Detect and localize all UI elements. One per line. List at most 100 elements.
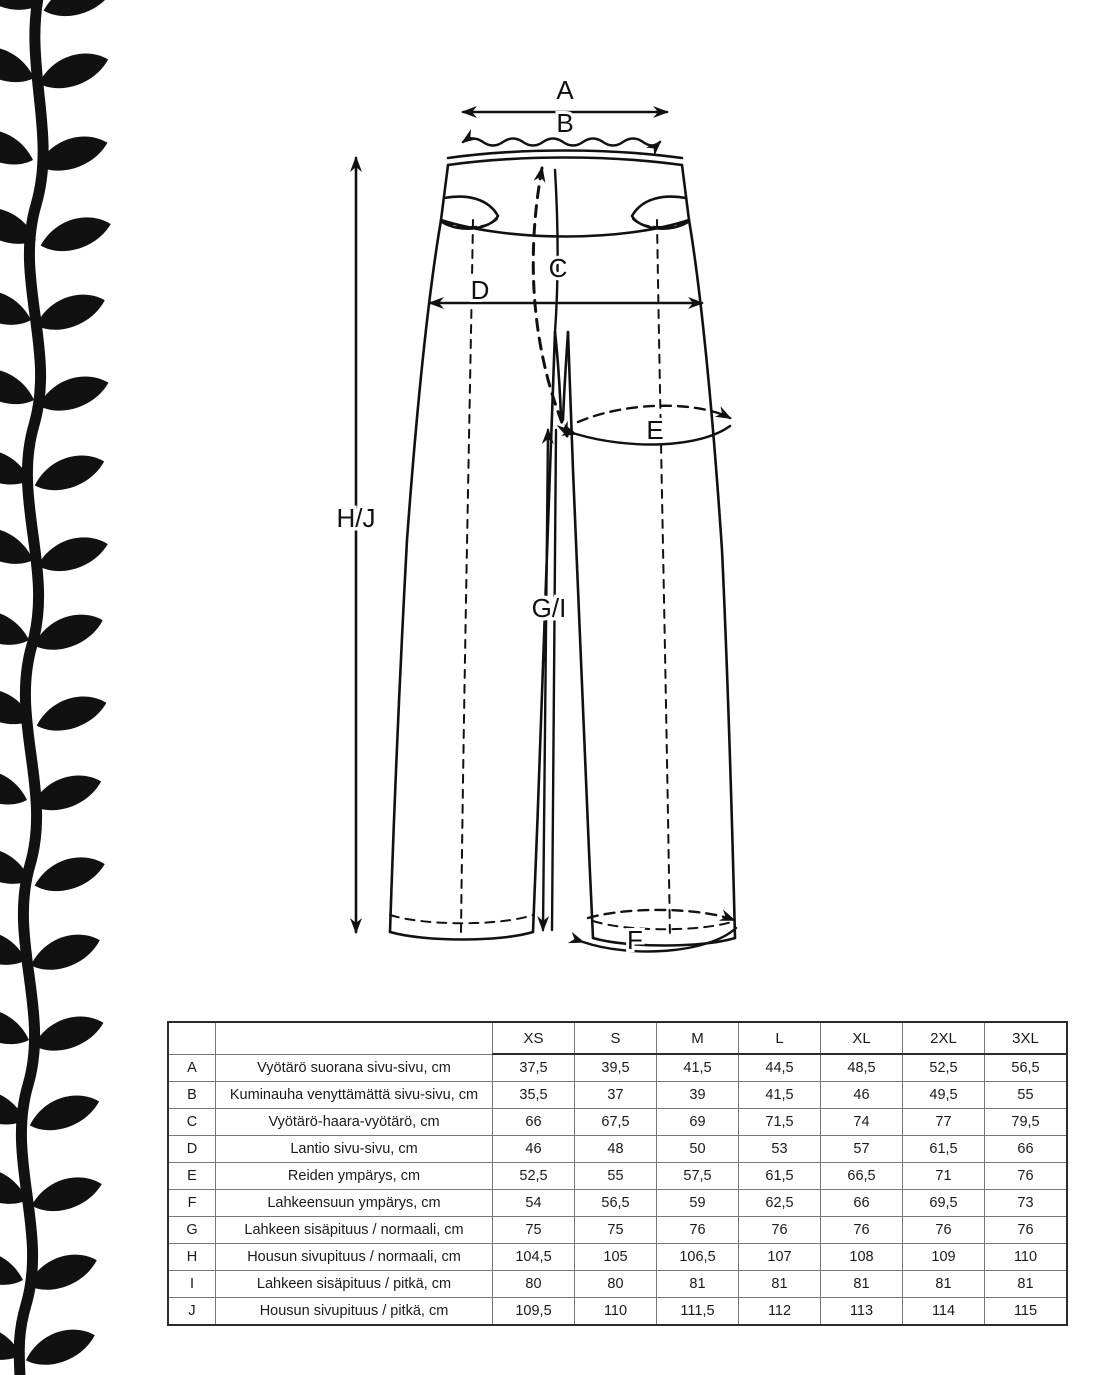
table-row: E Reiden ympärys, cm 52,5 55 57,5 61,5 6… xyxy=(168,1162,1067,1190)
row-description: Lahkeensuun ympärys, cm xyxy=(215,1189,493,1217)
cell-xl: 74 xyxy=(820,1108,903,1136)
label-d-text: D xyxy=(471,275,490,305)
table-row: C Vyötärö-haara-vyötärö, cm 66 67,5 69 7… xyxy=(168,1108,1067,1136)
svg-text:B: B xyxy=(556,108,573,138)
table-row: D Lantio sivu-sivu, cm 46 48 50 53 57 61… xyxy=(168,1135,1067,1163)
row-letter: H xyxy=(168,1243,216,1271)
decorative-vine-border xyxy=(0,0,114,1375)
cell-2xl: 71 xyxy=(902,1162,985,1190)
label-b-text: B xyxy=(556,108,573,138)
cell-2xl: 52,5 xyxy=(902,1053,985,1082)
table-row: A Vyötärö suorana sivu-sivu, cm 37,5 39,… xyxy=(168,1053,1067,1082)
cell-xs: 80 xyxy=(492,1270,575,1298)
table-row: I Lahkeen sisäpituus / pitkä, cm 80 80 8… xyxy=(168,1270,1067,1298)
table-row: H Housun sivupituus / normaali, cm 104,5… xyxy=(168,1243,1067,1271)
size-chart-table-container: XS S M L XL 2XL 3XL A Vyötärö suorana si… xyxy=(167,1021,1068,1326)
cell-2xl: 69,5 xyxy=(902,1189,985,1217)
cell-3xl: 56,5 xyxy=(984,1053,1067,1082)
table-row: B Kuminauha venyttämättä sivu-sivu, cm 3… xyxy=(168,1081,1067,1109)
cell-m: 41,5 xyxy=(656,1053,739,1082)
cell-s: 56,5 xyxy=(574,1189,657,1217)
dimension-arrow-b xyxy=(461,129,662,157)
row-letter: B xyxy=(168,1081,216,1109)
cell-l: 53 xyxy=(738,1135,821,1163)
header-size-xl: XL xyxy=(820,1022,903,1055)
cell-3xl: 76 xyxy=(984,1216,1067,1244)
left-leg-outline xyxy=(388,218,557,941)
dimension-arrow-e xyxy=(560,404,732,446)
size-chart-table: XS S M L XL 2XL 3XL A Vyötärö suorana si… xyxy=(167,1021,1068,1326)
cell-2xl: 76 xyxy=(902,1216,985,1244)
label-e-text: E xyxy=(646,415,663,445)
label-a: A A xyxy=(553,72,577,108)
cell-xs: 54 xyxy=(492,1189,575,1217)
waistband xyxy=(439,149,691,238)
cell-2xl: 49,5 xyxy=(902,1081,985,1109)
cell-3xl: 73 xyxy=(984,1189,1067,1217)
dimension-arrow-f xyxy=(567,908,738,953)
label-f: F F xyxy=(624,922,646,958)
row-letter: A xyxy=(168,1053,216,1082)
cell-2xl: 61,5 xyxy=(902,1135,985,1163)
cell-xl: 46 xyxy=(820,1081,903,1109)
cell-l: 41,5 xyxy=(738,1081,821,1109)
header-description-corner xyxy=(215,1022,493,1055)
cell-s: 80 xyxy=(574,1270,657,1298)
cell-xs: 52,5 xyxy=(492,1162,575,1190)
cell-3xl: 76 xyxy=(984,1162,1067,1190)
cell-s: 67,5 xyxy=(574,1108,657,1136)
header-size-m: M xyxy=(656,1022,739,1055)
header-size-s: S xyxy=(574,1022,657,1055)
row-letter: I xyxy=(168,1270,216,1298)
center-front-seam xyxy=(553,168,570,422)
cell-l: 71,5 xyxy=(738,1108,821,1136)
cell-l: 76 xyxy=(738,1216,821,1244)
row-letter: G xyxy=(168,1216,216,1244)
cell-2xl: 114 xyxy=(902,1297,985,1325)
svg-text:A: A xyxy=(556,75,574,105)
cell-s: 105 xyxy=(574,1243,657,1271)
header-size-l: L xyxy=(738,1022,821,1055)
row-letter: J xyxy=(168,1297,216,1325)
cell-l: 62,5 xyxy=(738,1189,821,1217)
vine-stem xyxy=(13,0,49,1375)
cell-xs: 109,5 xyxy=(492,1297,575,1325)
header-size-2xl: 2XL xyxy=(902,1022,985,1055)
table-row: F Lahkeensuun ympärys, cm 54 56,5 59 62,… xyxy=(168,1189,1067,1217)
cell-l: 107 xyxy=(738,1243,821,1271)
row-description: Housun sivupituus / normaali, cm xyxy=(215,1243,493,1271)
dimension-arrow-c xyxy=(531,166,569,438)
cell-l: 44,5 xyxy=(738,1053,821,1082)
cell-3xl: 66 xyxy=(984,1135,1067,1163)
row-letter: F xyxy=(168,1189,216,1217)
cell-xl: 113 xyxy=(820,1297,903,1325)
size-table-body: XS S M L XL 2XL 3XL A Vyötärö suorana si… xyxy=(168,1022,1067,1325)
svg-text:G/I: G/I xyxy=(532,593,567,623)
svg-text:E: E xyxy=(646,415,663,445)
dimension-arrow-gi xyxy=(537,428,558,932)
row-letter: C xyxy=(168,1108,216,1136)
table-row: J Housun sivupituus / pitkä, cm 109,5 11… xyxy=(168,1297,1067,1325)
cell-2xl: 109 xyxy=(902,1243,985,1271)
cell-m: 106,5 xyxy=(656,1243,739,1271)
cell-3xl: 55 xyxy=(984,1081,1067,1109)
cell-xs: 75 xyxy=(492,1216,575,1244)
cell-s: 55 xyxy=(574,1162,657,1190)
row-description: Reiden ympärys, cm xyxy=(215,1162,493,1190)
label-hj-text: H/J xyxy=(337,503,376,533)
label-c: C C xyxy=(546,250,571,286)
label-f-text: F xyxy=(627,925,643,955)
cell-xl: 108 xyxy=(820,1243,903,1271)
cell-m: 81 xyxy=(656,1270,739,1298)
row-description: Vyötärö-haara-vyötärö, cm xyxy=(215,1108,493,1136)
cell-m: 59 xyxy=(656,1189,739,1217)
row-description: Lantio sivu-sivu, cm xyxy=(215,1135,493,1163)
cell-l: 112 xyxy=(738,1297,821,1325)
row-description: Kuminauha venyttämättä sivu-sivu, cm xyxy=(215,1081,493,1109)
cell-m: 111,5 xyxy=(656,1297,739,1325)
label-gi: G/I G/I xyxy=(528,589,570,626)
svg-text:D: D xyxy=(471,275,490,305)
cell-xl: 76 xyxy=(820,1216,903,1244)
cell-3xl: 81 xyxy=(984,1270,1067,1298)
cell-xl: 48,5 xyxy=(820,1053,903,1082)
